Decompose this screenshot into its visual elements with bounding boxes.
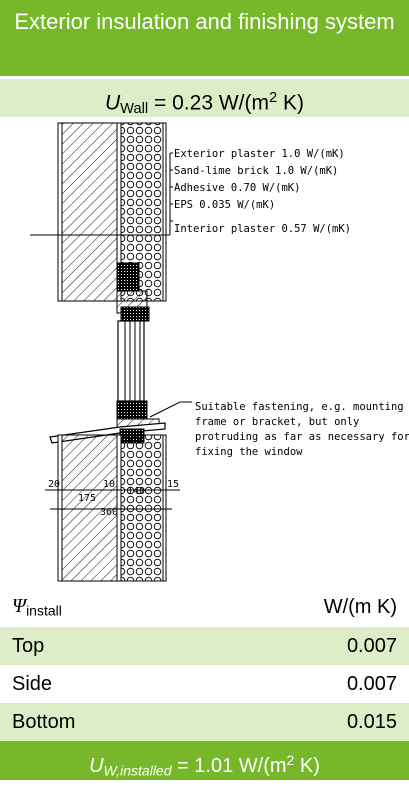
wall-section-drawing: Exterior plaster 1.0 W/(mK) Sand-lime br… <box>0 117 409 585</box>
u-wall-value: UWall = 0.23 W/(m2 K) <box>0 79 409 117</box>
u-installed-exponent: 2 <box>286 752 295 768</box>
row-value: 0.015 <box>346 710 397 733</box>
layer-label: EPS 0.035 W/(mK) <box>174 199 275 211</box>
u-installed-footer: UW,installed = 1.01 W/(m2 K) <box>0 741 409 780</box>
upper-wall <box>30 122 170 302</box>
u-installed-symbol: U <box>89 755 104 777</box>
dimensions: 20 175 10 140 15 360 <box>45 479 180 518</box>
note-line: Suitable fastening, e.g. mounting <box>195 401 404 413</box>
note-line: fixing the window <box>195 446 303 458</box>
card-title: Exterior insulation and finishing system <box>0 0 409 76</box>
fastening-leader <box>149 401 192 418</box>
dim-label: 360 <box>100 507 118 518</box>
psi-header-row: Ψinstall W/(m K) <box>0 587 409 627</box>
psi-subscript: install <box>26 602 62 619</box>
layer-label: Sand-lime brick 1.0 W/(mK) <box>174 165 338 177</box>
layer-leaders <box>169 152 173 235</box>
psi-unit: W/(m K) <box>323 595 397 618</box>
dim-label: 175 <box>78 493 96 504</box>
row-value: 0.007 <box>346 634 397 657</box>
dim-label: 140 <box>127 486 145 497</box>
layer-labels: Exterior plaster 1.0 W/(mK) Sand-lime br… <box>174 148 351 235</box>
dim-label: 15 <box>167 479 179 490</box>
u-wall-symbol: U <box>105 91 121 115</box>
window-frame <box>117 320 145 402</box>
lower-wall <box>57 434 167 582</box>
divider <box>0 76 409 79</box>
fastening-note: Suitable fastening, e.g. mounting frame … <box>195 401 409 458</box>
psi-symbol: Ψ <box>12 595 27 618</box>
table-row: Bottom 0.015 <box>0 703 409 741</box>
row-label: Top <box>12 634 45 657</box>
layer-label: Exterior plaster 1.0 W/(mK) <box>174 148 345 160</box>
window-head <box>116 262 150 322</box>
row-value: 0.007 <box>346 672 397 695</box>
dim-label: 20 <box>48 479 60 490</box>
row-label: Bottom <box>12 710 76 733</box>
note-line: protruding as far as necessary for <box>195 431 409 443</box>
table-row: Top 0.007 <box>0 627 409 665</box>
table-row: Side 0.007 <box>0 665 409 703</box>
u-installed-value-text: = 1.01 W/(m <box>171 755 287 777</box>
u-wall-exponent: 2 <box>268 90 278 106</box>
u-installed-subscript: W,installed <box>103 762 172 779</box>
u-wall-subscript: Wall <box>120 101 149 118</box>
card-title-text: Exterior insulation and finishing system <box>14 9 395 34</box>
note-line: frame or bracket, but only <box>195 416 359 428</box>
layer-label: Adhesive 0.70 W/(mK) <box>174 182 300 194</box>
u-wall-value-text: = 0.23 W/(m <box>154 91 269 115</box>
layer-label: Interior plaster 0.57 W/(mK) <box>174 223 351 235</box>
row-label: Side <box>12 672 53 695</box>
dim-label: 10 <box>103 479 115 490</box>
wall-section-svg: Exterior plaster 1.0 W/(mK) Sand-lime br… <box>30 122 409 582</box>
u-wall-unit-tail: K) <box>277 91 304 115</box>
u-installed-unit-tail: K) <box>294 755 320 777</box>
psi-label: Ψinstall <box>12 595 62 619</box>
